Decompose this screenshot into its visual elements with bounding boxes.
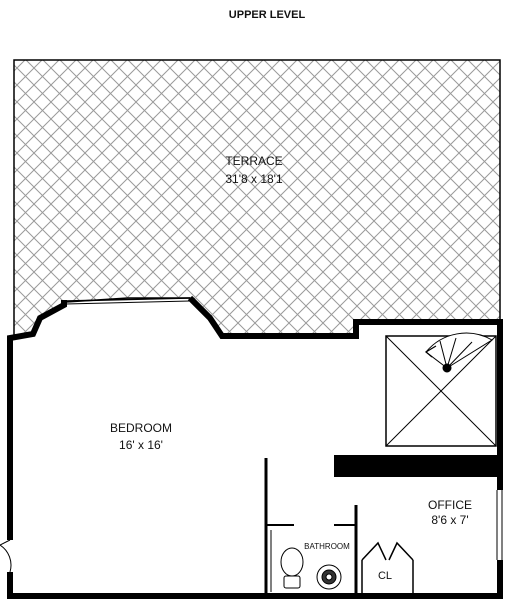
office-wall (334, 455, 500, 477)
bathroom-walls (264, 458, 358, 596)
closet-walls (361, 541, 414, 596)
bedroom-label: BEDROOM (110, 421, 172, 435)
spiral-stair-icon (424, 332, 493, 373)
stair-diagonals (385, 335, 497, 447)
plan-title: UPPER LEVEL (229, 9, 306, 21)
office-window (496, 490, 503, 560)
sink-icon (316, 564, 342, 590)
office-label: OFFICE (428, 498, 472, 512)
office-dims: 8'6 x 7' (431, 513, 468, 527)
terrace-dims: 31'8 x 18'1 (225, 172, 283, 186)
bay-window (65, 297, 191, 305)
entry-door (0, 539, 12, 573)
terrace-area (13, 59, 501, 339)
toilet-icon (280, 547, 304, 589)
terrace-label: TERRACE (225, 154, 282, 168)
bathroom-label: BATHROOM (304, 542, 350, 551)
exterior-walls (7, 295, 503, 599)
closet-label: CL (378, 570, 392, 582)
bedroom-dims: 16' x 16' (119, 438, 163, 452)
